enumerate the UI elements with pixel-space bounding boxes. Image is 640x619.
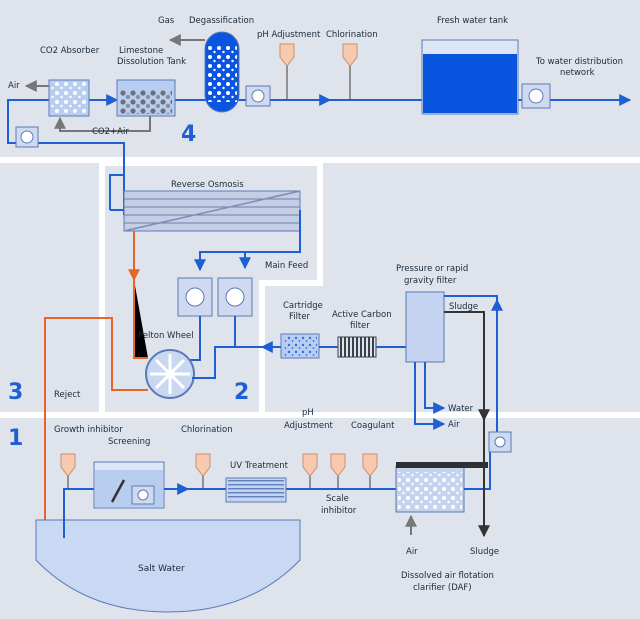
uv-lamps <box>228 480 284 500</box>
screening-label: Screening <box>108 437 150 447</box>
co2-air-label: CO2+Air <box>92 127 129 137</box>
reverse-osmosis-label: Reverse Osmosis <box>171 180 244 190</box>
section-number-1: 1 <box>8 426 23 451</box>
daf-label-1: Dissolved air flotation <box>401 571 494 581</box>
active-carbon-label-1: Active Carbon <box>332 310 392 320</box>
air-top-label: Air <box>8 81 20 91</box>
ph-dosing-icon <box>279 43 295 67</box>
chlorination-bottom-dosing-icon <box>195 453 211 477</box>
fresh-water-tank-label: Fresh water tank <box>437 16 508 26</box>
pump-feed-line <box>234 316 262 348</box>
distribution-label-1: To water distribution <box>535 57 623 67</box>
pressure-filter-label-1: Pressure or rapid <box>396 264 468 274</box>
pump-icon <box>137 489 149 501</box>
reject-label: Reject <box>54 390 81 400</box>
pelton-outlet <box>192 346 262 379</box>
divider-section-1 <box>0 412 640 418</box>
main-feed-label: Main Feed <box>265 261 308 271</box>
divider-left <box>0 157 102 163</box>
co2-absorber-bubbles <box>51 82 87 114</box>
daf-label-2: clarifier (DAF) <box>413 583 472 593</box>
sludge-bottom-label: Sludge <box>470 547 499 557</box>
coagulant-dosing-icon <box>362 453 378 477</box>
active-carbon-label-2: filter <box>350 321 370 331</box>
pump-icon <box>494 436 506 448</box>
cartridge-filter-media <box>283 336 317 356</box>
ph-bottom-label-2: Adjustment <box>284 421 333 431</box>
section-number-4: 4 <box>181 122 196 147</box>
backwash-air-line <box>414 362 446 430</box>
main-feed-line <box>194 210 301 272</box>
air-filter-label: Air <box>448 420 460 430</box>
pump-icon <box>528 88 544 104</box>
water-label: Water <box>448 404 474 414</box>
section-number-3: 3 <box>8 380 23 405</box>
cartridge-label-1: Cartridge <box>283 301 323 311</box>
pump-icon <box>20 130 34 144</box>
distribution-label-2: network <box>560 68 595 78</box>
scale-inhibitor-dosing-icon <box>330 453 346 477</box>
pump-icon <box>521 83 551 109</box>
concentrate-line-2 <box>133 280 148 359</box>
degassification-bubbles <box>207 46 237 102</box>
pelton-wheel-blades <box>150 354 190 394</box>
co2-absorber-label: CO2 Absorber <box>40 46 100 56</box>
section-number-2: 2 <box>234 380 249 405</box>
ro-diagonal <box>123 190 301 232</box>
limestone-label-1: Limestone <box>119 46 163 56</box>
filter-feed-line <box>444 295 498 432</box>
pump-link-line <box>190 316 201 361</box>
intake-line <box>63 488 94 538</box>
ph-bottom-dosing-icon <box>302 453 318 477</box>
pressure-filter-label-2: gravity filter <box>404 276 457 286</box>
co2-air-line <box>54 116 151 132</box>
fresh-water-level <box>423 54 517 113</box>
ph-bottom-label-1: pH <box>302 408 314 418</box>
degassification-label: Degassification <box>189 16 254 26</box>
backwash-water-line <box>424 362 446 414</box>
ro-permeate-up <box>109 148 125 210</box>
pump-icon <box>251 89 265 103</box>
daf-skimmer <box>396 462 488 468</box>
cartridge-label-2: Filter <box>289 312 311 322</box>
chlorination-top-label: Chlorination <box>326 30 378 40</box>
daf-air-label: Air <box>406 547 418 557</box>
scale-label-2: inhibitor <box>321 506 357 516</box>
active-carbon-filter <box>337 336 377 358</box>
coagulant-label: Coagulant <box>351 421 395 431</box>
chlorination-bottom-label: Chlorination <box>181 425 233 435</box>
sludge-line-top <box>444 311 490 422</box>
salt-water-basin <box>35 519 301 613</box>
salt-water-label: Salt Water <box>138 564 185 574</box>
scale-label-1: Scale <box>326 494 349 504</box>
chlorination-dosing-icon <box>342 43 358 67</box>
pressure-filter <box>405 291 445 363</box>
ph-top-label: pH Adjustment <box>257 30 321 40</box>
hp-pump-2-rotor <box>225 287 245 307</box>
hp-pump-1-rotor <box>185 287 205 307</box>
growth-inhibitor-label: Growth inhibitor <box>54 425 123 435</box>
growth-inhibitor-dosing-icon <box>60 453 76 477</box>
limestone-label-2: Dissolution Tank <box>117 57 186 67</box>
daf-outlet-line <box>464 452 491 490</box>
limestone-stones <box>120 90 172 114</box>
uv-treatment-label: UV Treatment <box>230 461 289 471</box>
divider-section-2-3 <box>0 412 105 418</box>
screen-bar <box>110 479 126 503</box>
daf-bubbles <box>398 472 462 510</box>
reject-line <box>44 317 148 522</box>
gas-label: Gas <box>158 16 175 26</box>
sludge-top-label: Sludge <box>449 302 478 312</box>
pelton-wheel-label: Pelton Wheel <box>138 331 194 341</box>
